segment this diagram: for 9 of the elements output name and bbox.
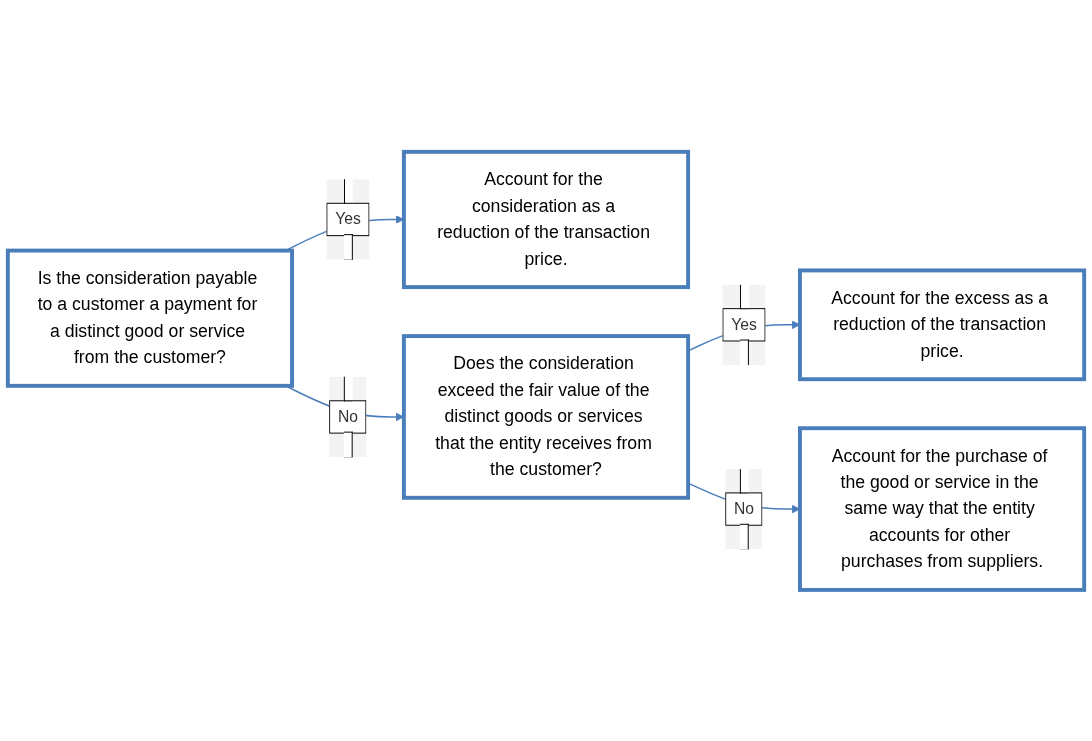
node-box: Account for the excess as a reduction of the transaction price. [798,268,1087,381]
node-box: Does the consideration exceed the fair value of the distinct goods or services that the entity receives from the customer? [401,333,691,500]
edge-label: No [734,499,755,517]
edge-label: No [337,407,358,425]
node-box: Is the consideration payable to a customer a payment for a distinct good or service from the customer? [5,248,294,388]
node-box: Account for the consideration as a reduction of the transaction price. [401,149,691,289]
edge-label: Yes [335,210,361,227]
edge-label: Yes [731,315,757,333]
node-box: Account for the purchase of the good or service in the same way that the entity accounts for other purchases from suppliers. [798,425,1087,592]
